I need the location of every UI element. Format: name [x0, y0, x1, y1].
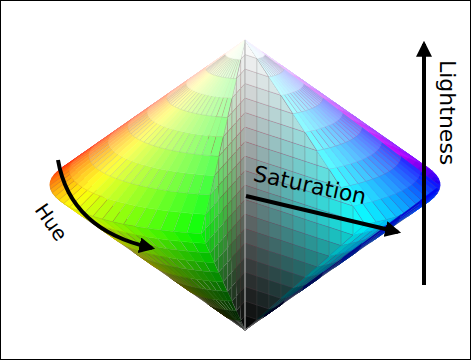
surface-cell [234, 40, 245, 59]
surface-cell [233, 40, 245, 59]
surface-cell [205, 262, 219, 272]
surface-cell [239, 320, 245, 330]
surface-cell [187, 213, 205, 233]
surface-cell [245, 316, 264, 330]
surface-cell [264, 301, 284, 316]
surface-cell [264, 55, 284, 70]
surface-cell [323, 98, 343, 114]
surface-cell [222, 291, 232, 301]
saturation-arrow [246, 196, 398, 232]
surface-cell [264, 302, 284, 316]
surface-cell [264, 303, 284, 317]
surface-cell [235, 320, 245, 330]
surface-cell [360, 130, 381, 148]
surface-cell [323, 258, 343, 274]
surface-cell [193, 242, 210, 252]
surface-cell [322, 100, 342, 117]
surface-cell [210, 136, 223, 156]
surface-cell [342, 244, 362, 260]
surface-cell [233, 59, 240, 78]
surface-cell [239, 40, 245, 59]
surface-cell [303, 272, 323, 288]
surface-cell [245, 40, 264, 56]
surface-cell [284, 287, 304, 302]
cone-back-surface [50, 40, 440, 330]
surface-cell [228, 301, 237, 311]
surface-cell [237, 40, 245, 59]
surface-cell [303, 85, 323, 101]
surface-cell [228, 79, 237, 99]
surface-cell [283, 71, 303, 87]
surface-cell [199, 252, 215, 262]
surface-cell [264, 55, 284, 71]
surface-cell [400, 157, 420, 175]
axis-label: Lightness [436, 60, 458, 165]
surface-cell [341, 115, 361, 132]
hue-arrow [58, 160, 152, 248]
surface-cell [237, 320, 245, 330]
surface-cell [362, 128, 382, 145]
surface-cell [216, 281, 227, 291]
surface-cell [234, 320, 245, 330]
surface-cell [205, 156, 219, 176]
surface-cell [264, 56, 283, 72]
surface-cell [283, 70, 303, 86]
surface-cell [238, 40, 245, 59]
surface-cell [232, 319, 245, 330]
surface-cell [302, 86, 322, 103]
surface-cell [238, 320, 245, 330]
surface-cell [235, 40, 245, 59]
surface-cell [303, 84, 323, 100]
surface-cell [282, 71, 302, 88]
surface-cell [210, 272, 223, 282]
surface-cell [245, 40, 264, 56]
surface-cell [216, 117, 227, 137]
surface-cell [245, 40, 264, 55]
surface-cell [245, 40, 264, 56]
surface-cell [381, 142, 401, 160]
surface-cell [232, 40, 245, 58]
surface-cell [263, 56, 282, 73]
surface-cell [193, 194, 210, 214]
surface-cell [284, 69, 304, 85]
surface-cell [233, 319, 245, 330]
surface-cell [264, 55, 284, 71]
surface-cell [362, 229, 382, 246]
surface-cell [199, 175, 215, 195]
surface-cell [245, 316, 264, 330]
cone-front-surface [50, 40, 440, 330]
surface-cell [342, 113, 362, 130]
surface-cell [222, 98, 232, 118]
surface-cell [233, 311, 240, 321]
surface-cell [187, 233, 205, 244]
surface-cell [400, 200, 420, 217]
lightness-axis [245, 40, 246, 330]
surface-cell [245, 316, 264, 330]
surface-cell [245, 40, 264, 55]
lightness-arrow [422, 44, 426, 285]
surface-cell [231, 319, 245, 330]
